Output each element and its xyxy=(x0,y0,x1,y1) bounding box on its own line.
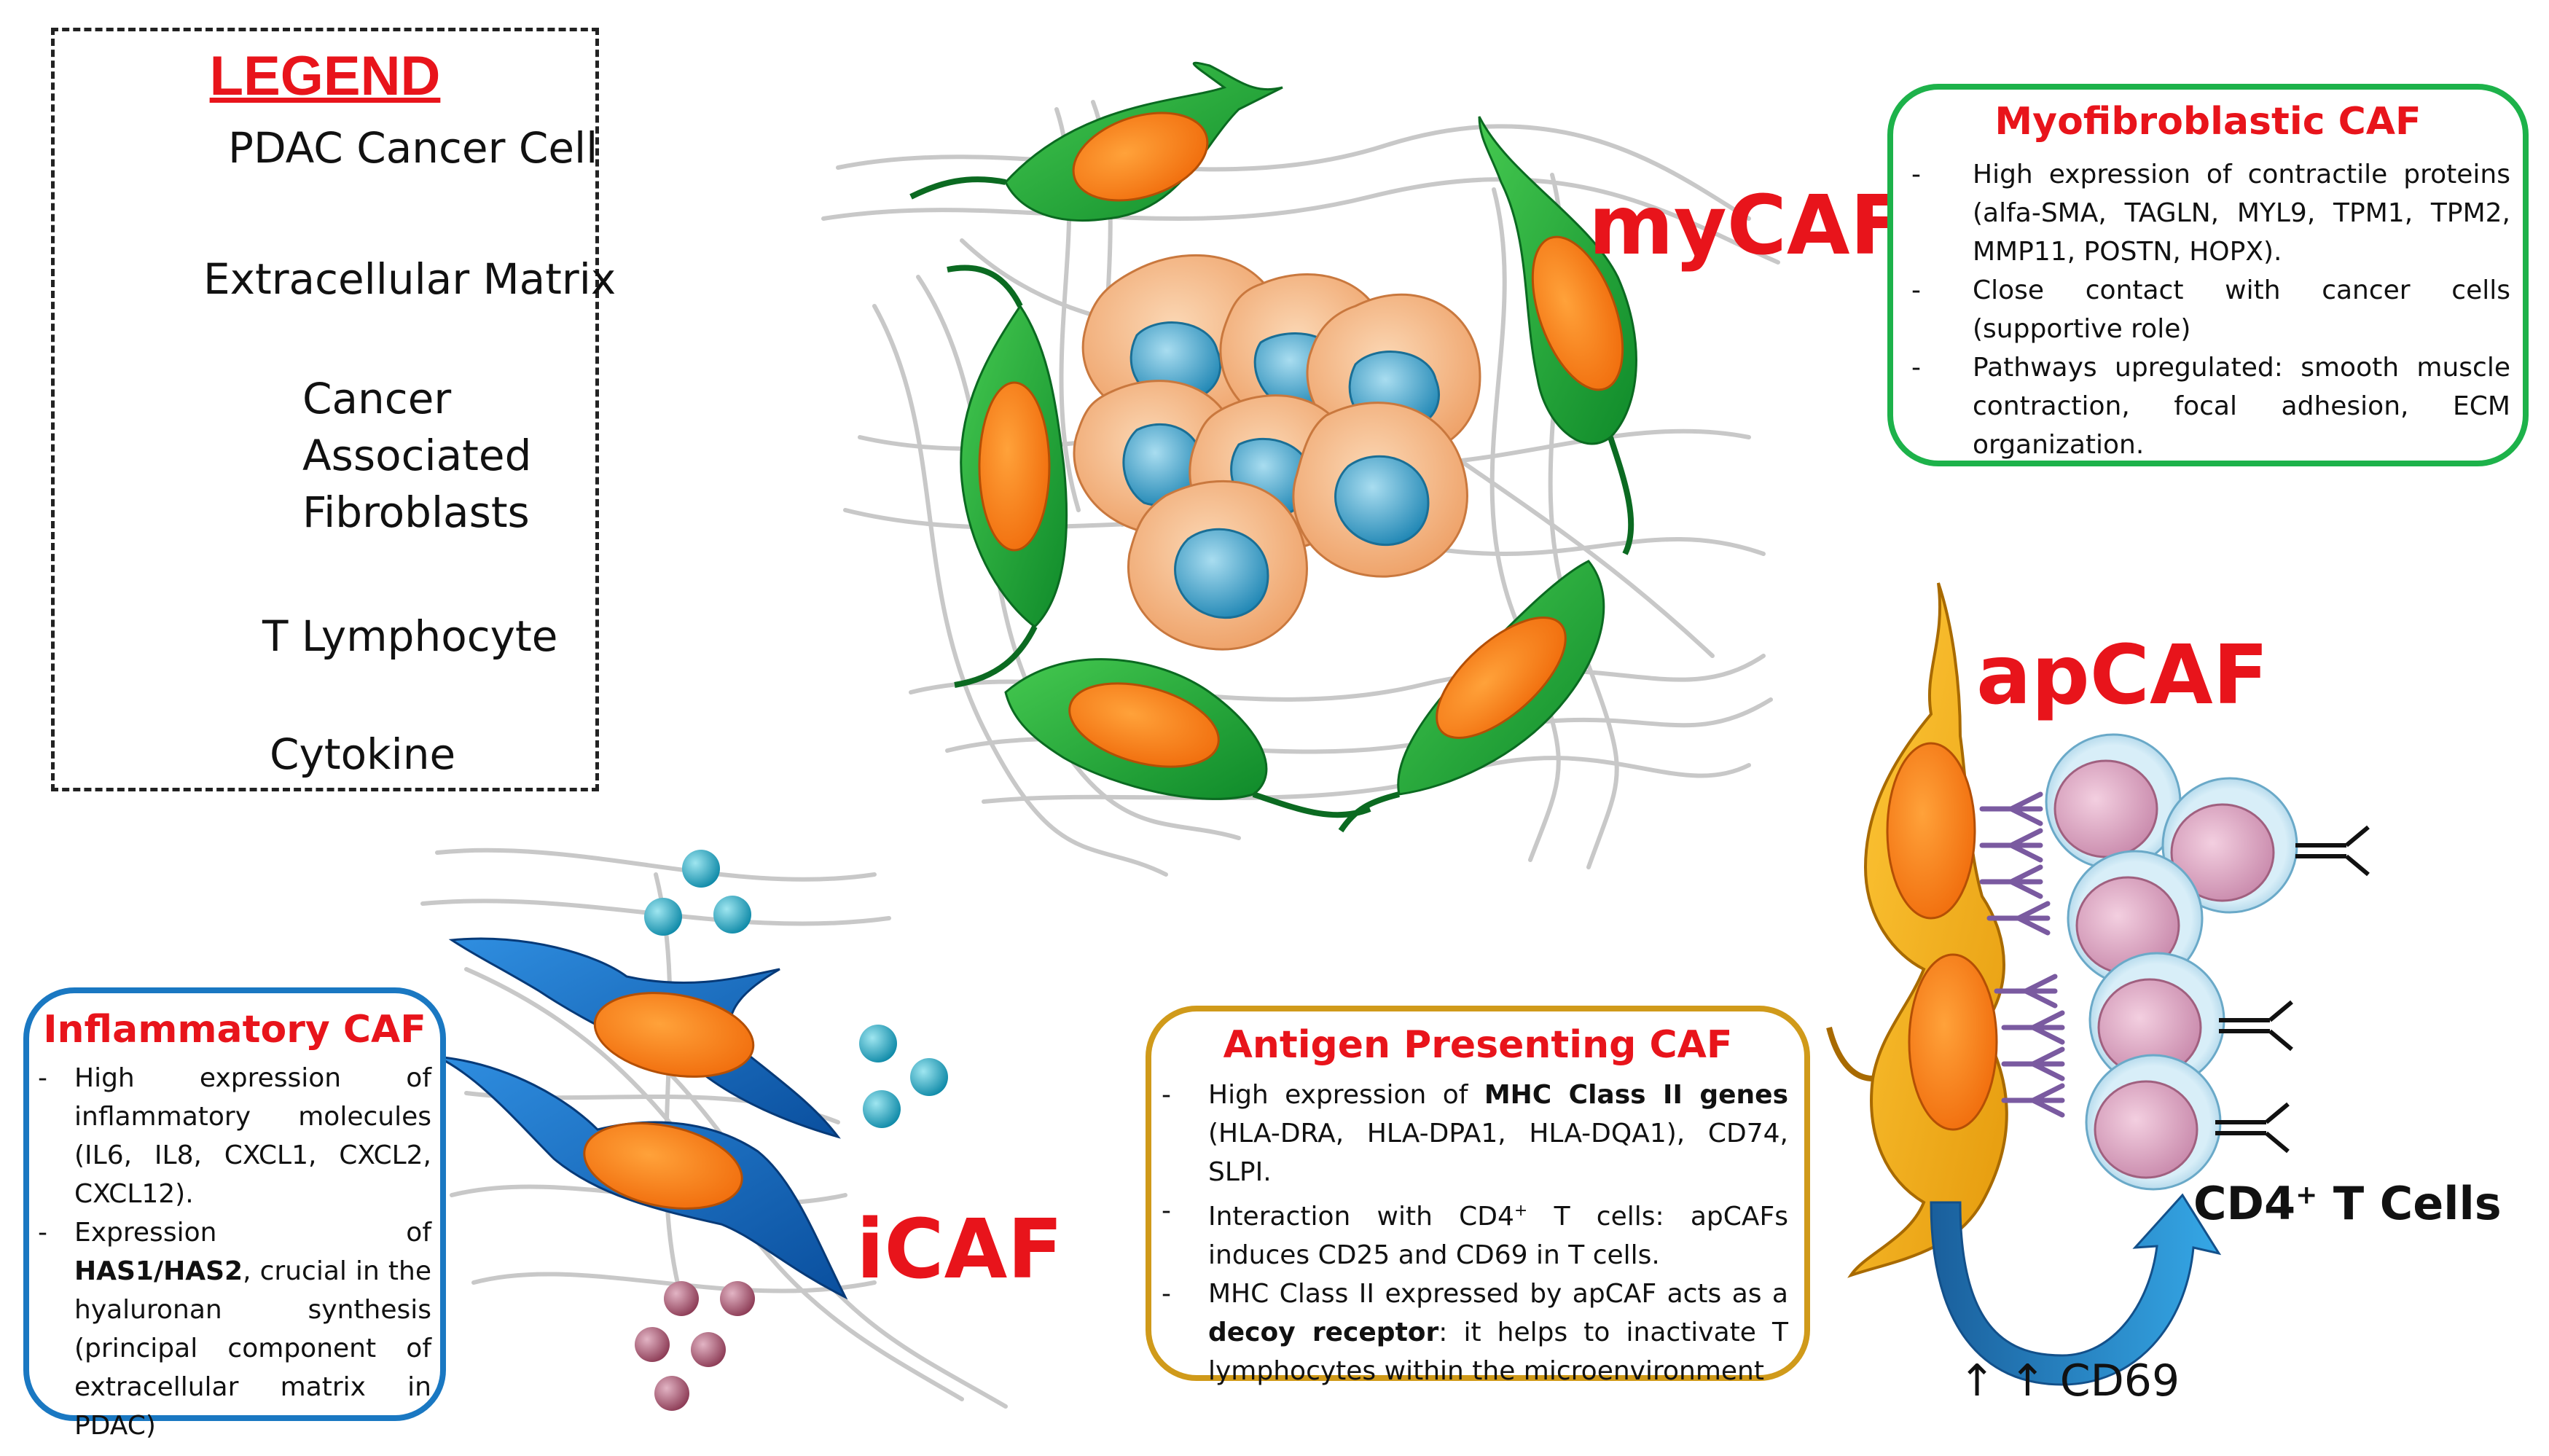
mycaf-panel-list: High expression of contractile proteins … xyxy=(1911,155,2510,464)
icaf-cell-top xyxy=(448,937,841,1139)
mycaf-cell-bottom xyxy=(1004,658,1371,818)
mycaf-panel: Myofibroblastic CAF High expression of c… xyxy=(1887,84,2529,466)
mycaf-cell-right-bottom xyxy=(1338,560,1605,833)
icaf-point-2: Expression of HAS1/HAS2, crucial in the … xyxy=(38,1213,431,1445)
mycaf-label: myCAF xyxy=(1589,179,1906,273)
icaf-panel-title: Inflammatory CAF xyxy=(43,1008,426,1052)
legend-title: LEGEND xyxy=(209,45,441,107)
apcaf-point-2: Interaction with CD4+ T cells: apCAFs in… xyxy=(1162,1191,1788,1275)
legend-label-ecm: Extracellular Matrix xyxy=(203,254,616,304)
icaf-point-1: High expression of inflammatory molecule… xyxy=(38,1059,431,1213)
apcaf-label: apCAF xyxy=(1976,628,2269,723)
apcaf-panel-title: Antigen Presenting CAF xyxy=(1223,1023,1733,1067)
mycaf-point-2: Close contact with cancer cells (support… xyxy=(1911,271,2510,348)
legend-label-caf-line1: Cancer xyxy=(302,374,452,423)
cd4-t-cells-label: CD4+ T Cells xyxy=(2193,1177,2502,1230)
icaf-panel-list: High expression of inflammatory molecule… xyxy=(38,1059,431,1445)
mycaf-cell-left xyxy=(947,265,1068,688)
apcaf-point-1: High expression of MHC Class II genes (H… xyxy=(1162,1076,1788,1191)
cd4-t-cells xyxy=(2045,733,2298,1191)
tcr-receptors xyxy=(2215,825,2370,1154)
mycaf-panel-title: Myofibroblastic CAF xyxy=(1994,100,2421,144)
mycaf-point-3: Pathways upregulated: smooth muscle cont… xyxy=(1911,348,2510,464)
legend-label-cancer-cell: PDAC Cancer Cell xyxy=(228,123,598,173)
mycaf-point-1: High expression of contractile proteins … xyxy=(1911,155,2510,271)
mycaf-cell-top xyxy=(909,61,1283,222)
icaf-label: iCAF xyxy=(856,1202,1063,1297)
icaf-fibroblasts xyxy=(436,937,848,1300)
icaf-panel: Inflammatory CAF High expression of infl… xyxy=(23,987,446,1441)
legend-box: LEGEND PDAC Cancer Cell Extracellular Ma… xyxy=(51,28,616,791)
mycaf-fibroblast-ring xyxy=(909,61,1637,833)
mhc-receptors xyxy=(1979,791,2065,1118)
legend-label-caf-line2: Associated xyxy=(302,431,532,480)
legend-label-caf-line3: Fibroblasts xyxy=(302,488,530,537)
apcaf-fibroblasts xyxy=(1826,582,2008,1278)
legend-label-cytokine: Cytokine xyxy=(270,729,456,779)
cytokines-purple xyxy=(635,1281,755,1411)
ecm-fibers-icaf xyxy=(420,848,1008,1409)
mycaf-cell-right-top xyxy=(1478,116,1637,555)
legend-label-t-lymphocyte: T Lymphocyte xyxy=(262,611,558,661)
icaf-cell-bottom xyxy=(436,1055,848,1300)
apcaf-point-3: MHC Class II expressed by apCAF acts as … xyxy=(1162,1275,1788,1390)
cytokines-teal xyxy=(644,850,948,1128)
apcaf-panel: Antigen Presenting CAF High expression o… xyxy=(1146,1006,1810,1386)
cancer-cell-cluster xyxy=(1073,254,1481,651)
apcaf-panel-list: High expression of MHC Class II genes (H… xyxy=(1162,1076,1788,1390)
cd69-label: ↑ ↑ CD69 xyxy=(1959,1355,2180,1406)
induction-arrow-icon xyxy=(1930,1193,2222,1386)
